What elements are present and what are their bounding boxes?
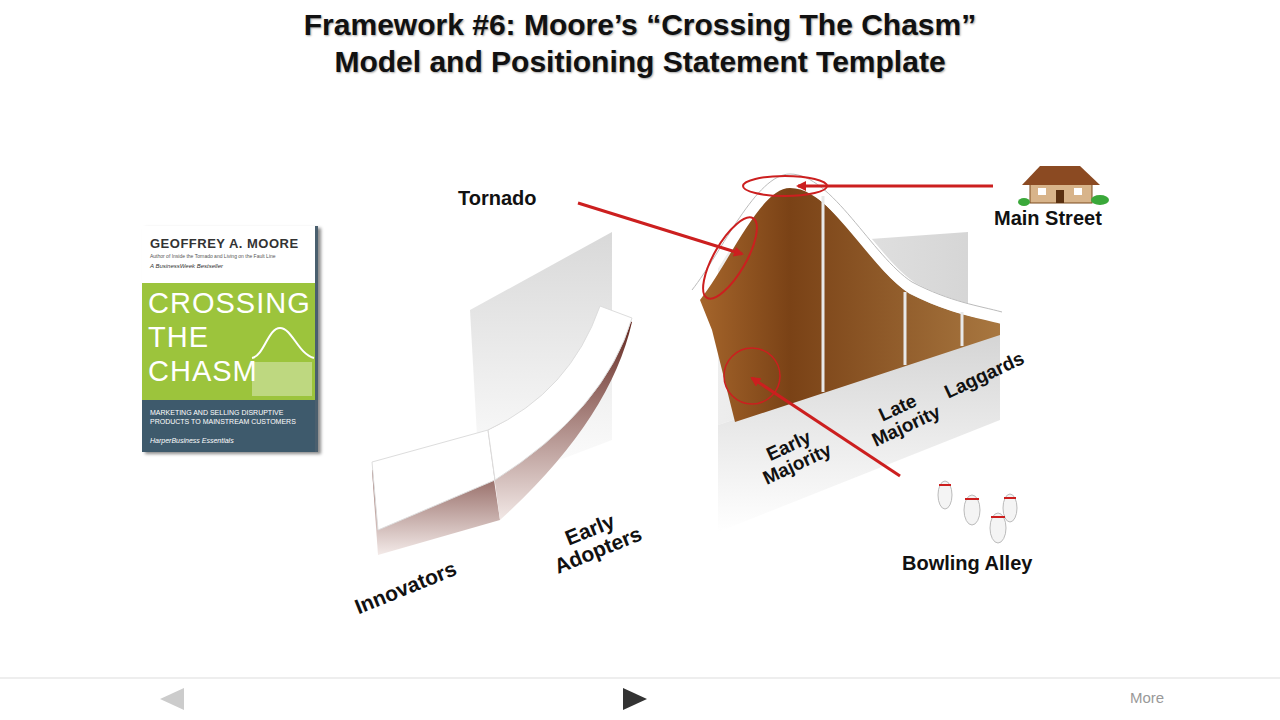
highlight-ellipse (743, 176, 827, 196)
bestseller-note: A BusinessWeek Bestseller (150, 263, 310, 269)
slide-title: Framework #6: Moore’s “Crossing The Chas… (270, 6, 1010, 80)
house-icon (1018, 166, 1109, 206)
segment-label: Early Adopters (534, 499, 654, 582)
book-title: CROSSING THE CHASM (148, 286, 253, 388)
segment-divider (961, 312, 964, 346)
stage-label: Main Street (994, 208, 1102, 229)
highlight-circle (724, 348, 780, 404)
author-note: Author of Inside the Tornado and Living … (150, 253, 310, 259)
stage-label: Tornado (458, 188, 537, 209)
highlight-ellipse (693, 210, 767, 306)
prev-button (160, 688, 184, 710)
curve-top-edge (692, 180, 1002, 318)
next-button (623, 688, 647, 710)
segment-label: Innovators (352, 538, 509, 618)
innovators-slab (372, 430, 495, 530)
nav-bar-line (0, 678, 1280, 679)
book-cover: GEOFFREY A. MOORE Author of Inside the To… (142, 226, 318, 452)
publisher: HarperBusiness Essentials (150, 437, 300, 444)
cover-blue-band (142, 400, 315, 452)
bowling-pins (938, 481, 1017, 543)
stage-label: Bowling Alley (902, 553, 1032, 574)
segment-divider (822, 196, 825, 392)
nav-more: More (1130, 690, 1164, 706)
segment-divider (904, 292, 907, 365)
book-subtitle: MARKETING AND SELLING DISRUPTIVE PRODUCT… (150, 408, 300, 426)
author-name: GEOFFREY A. MOORE (150, 236, 310, 251)
curve-top-outline (692, 174, 1002, 312)
early-adopters-slab (488, 306, 632, 480)
